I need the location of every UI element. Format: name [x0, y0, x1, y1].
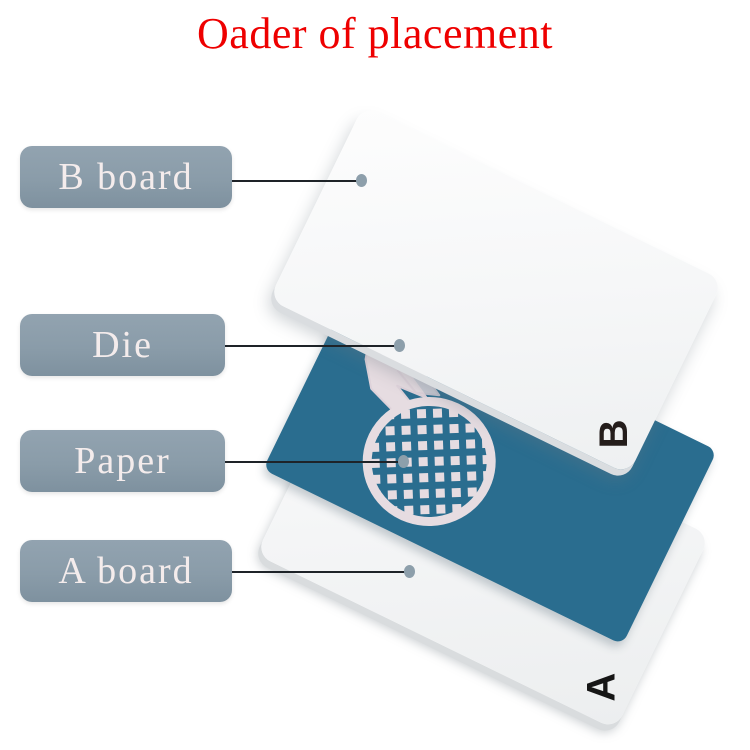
callout-b-board[interactable]: B board	[20, 146, 232, 208]
leader-dot-a-board	[404, 565, 415, 578]
b-board-letter: B	[591, 419, 636, 449]
a-board-letter: A	[579, 672, 624, 702]
leader-line-die	[225, 345, 398, 347]
callout-die[interactable]: Die	[20, 314, 225, 376]
leader-line-paper	[225, 461, 402, 463]
leader-dot-paper	[398, 455, 409, 468]
leader-line-a-board	[232, 571, 406, 573]
callout-a-board-label: A board	[58, 550, 194, 592]
leader-line-b-board	[232, 180, 360, 182]
callout-paper[interactable]: Paper	[20, 430, 225, 492]
leader-dot-b-board	[356, 174, 367, 187]
leader-dot-die	[394, 339, 405, 352]
callout-paper-label: Paper	[74, 440, 171, 482]
callout-b-board-label: B board	[58, 156, 194, 198]
page-title: Oader of placement	[197, 9, 553, 58]
callout-a-board[interactable]: A board	[20, 540, 232, 602]
callout-die-label: Die	[92, 324, 153, 366]
